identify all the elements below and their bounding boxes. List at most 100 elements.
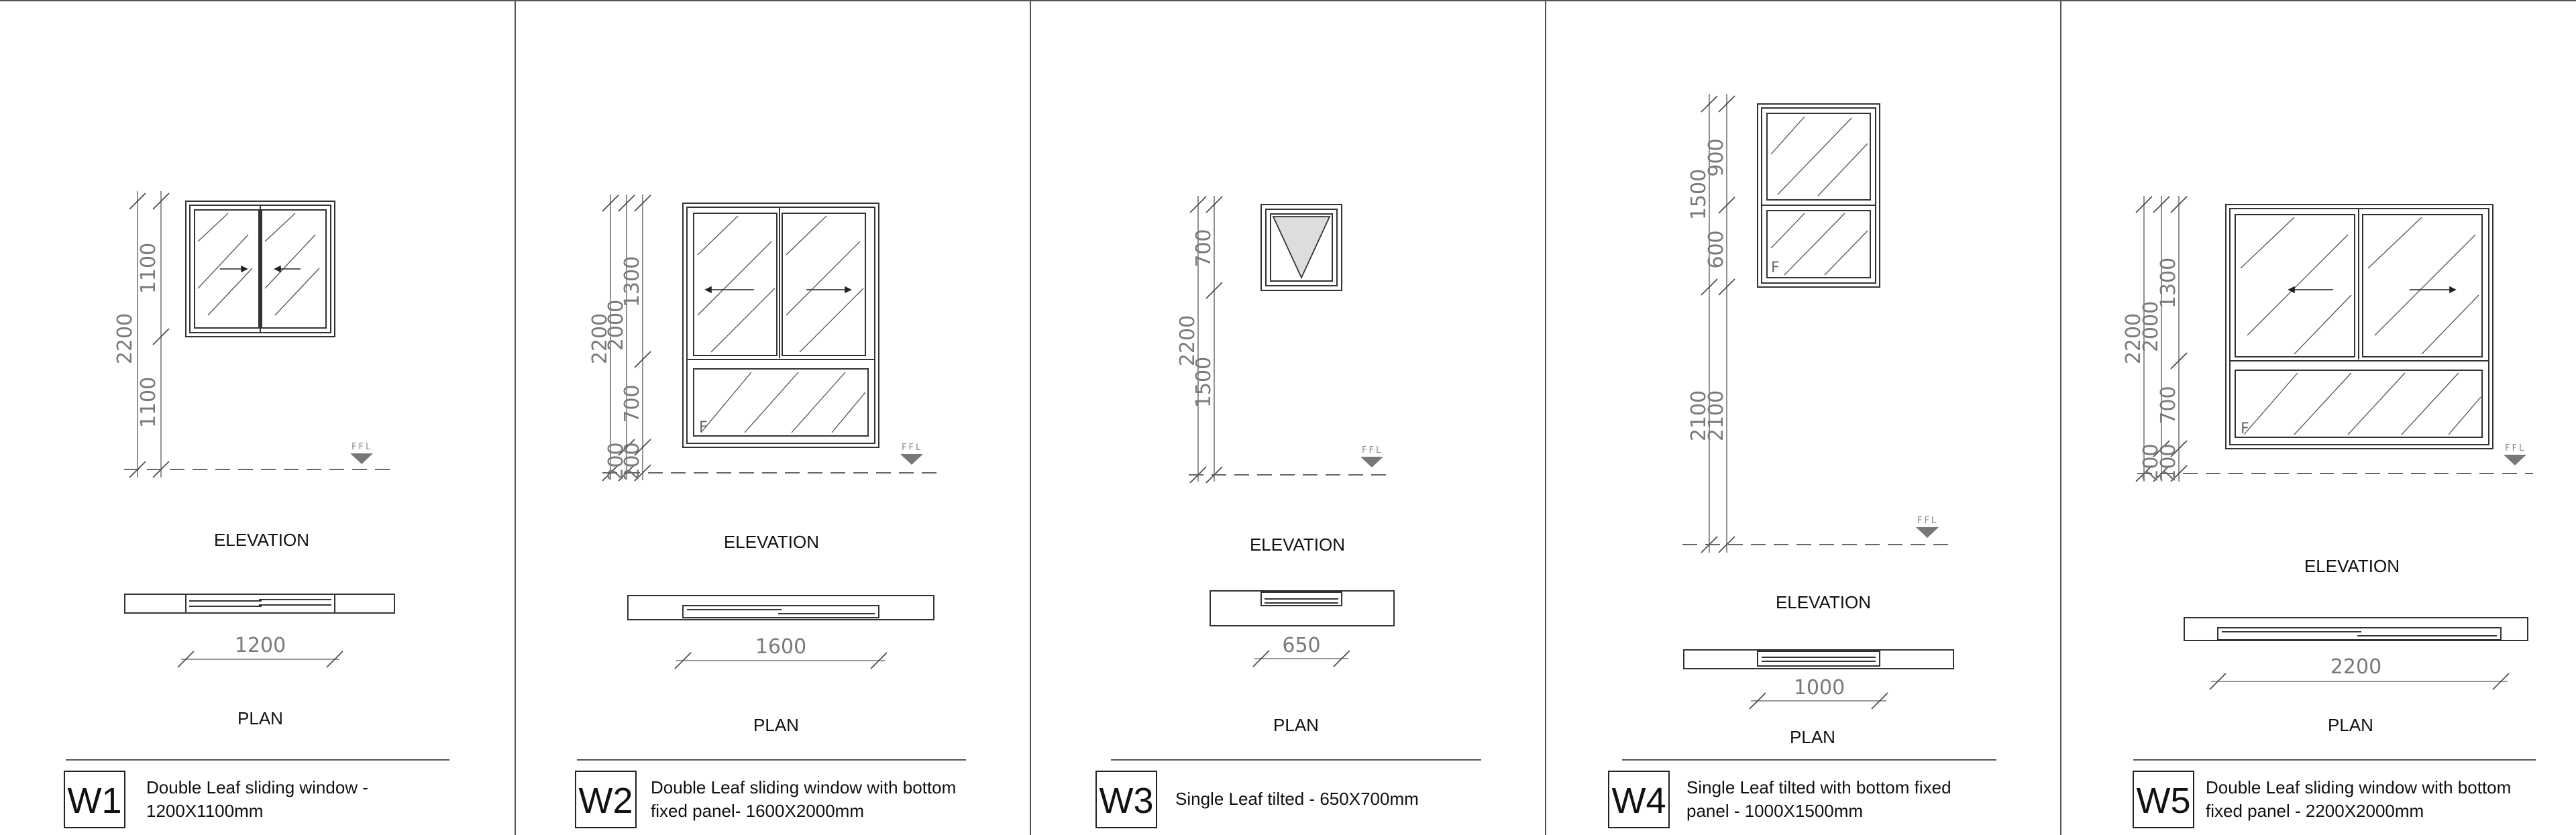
w5-desc-line2: fixed panel - 2200X2000mm (2206, 801, 2424, 821)
w1-plan-dimension (177, 651, 343, 668)
w2-desc-line2: fixed panel- 1600X2000mm (651, 801, 864, 821)
w3-dim-total: 2200 (1176, 315, 1199, 366)
w3-code-box (1095, 771, 1157, 828)
w5-ffl-marker: FFL (2504, 443, 2526, 465)
w5-plan-dimension (2209, 673, 2510, 690)
svg-text:FFL: FFL (1917, 516, 1938, 526)
w3-elevation-window (1260, 204, 1342, 291)
w2-dim-sill-a: 200 (604, 442, 628, 480)
w1-code-box (64, 771, 125, 828)
w1-slide-arrows (220, 265, 301, 273)
svg-text:FFL: FFL (352, 442, 372, 452)
w3-plan-dimension (1252, 650, 1350, 667)
w4-height-dimensions (1701, 94, 1735, 553)
w2-plan (627, 595, 934, 620)
w1-desc-line2: 1200X1100mm (146, 801, 263, 821)
w5-plan (2184, 617, 2528, 641)
w3-dim-window: 700 (1192, 229, 1216, 267)
w4-dim-upper: 900 (1705, 138, 1728, 176)
w2-elevation-label: ELEVATION (724, 532, 819, 552)
w3-height-dimensions (1189, 196, 1223, 484)
w1-code: W1 (68, 781, 122, 821)
panel-w1: 2200 1100 1100 FFL ELEVATION 1200 PLAN W… (64, 191, 449, 828)
w5-dim-upper: 1300 (2157, 258, 2180, 309)
w2-slide-arrows (704, 286, 852, 294)
w5-glass-hatch (2240, 217, 2481, 435)
panel-w3: 2200 700 1500 FFL ELEVATION 650 PLAN W3 … (1095, 196, 1481, 828)
w1-elevation-window (185, 201, 335, 337)
w5-desc-line1: Double Leaf sliding window with bottom (2206, 777, 2511, 797)
w4-dim-sill-b: 2100 (1705, 390, 1728, 441)
w2-plan-width: 1600 (755, 635, 806, 659)
w1-plan-label: PLAN (237, 708, 283, 728)
w5-plan-label: PLAN (2328, 715, 2373, 735)
w2-code-box (575, 771, 637, 828)
svg-text:FFL: FFL (1362, 445, 1383, 455)
w4-glass-hatch (1770, 116, 1868, 276)
w4-plan (1683, 649, 1954, 669)
w1-desc-line1: Double Leaf sliding window - (146, 777, 368, 797)
w5-fixed-mark: F (2241, 421, 2249, 437)
w4-desc-line1: Single Leaf tilted with bottom fixed (1686, 777, 1951, 797)
w1-plan-width: 1200 (235, 634, 286, 657)
w4-dim-sill-a: 2100 (1687, 390, 1711, 441)
w5-elevation-window (2225, 204, 2493, 449)
w1-ffl-marker: FFL (350, 442, 373, 464)
svg-text:FFL: FFL (2505, 443, 2526, 453)
w4-desc-line2: panel - 1000X1500mm (1686, 801, 1863, 821)
w1-dim-window: 1100 (137, 243, 160, 294)
w4-plan-width: 1000 (1794, 676, 1845, 700)
panel-w4: F 1500 900 600 2100 2100 FFL ELEVATION 1… (1608, 94, 1996, 828)
w3-plan (1210, 590, 1395, 626)
w2-dim-sill-b: 200 (621, 442, 644, 480)
w2-dim-upper: 1300 (621, 256, 644, 307)
w5-elevation-label: ELEVATION (2304, 556, 2400, 576)
w5-dim-total: 2200 (2122, 313, 2145, 364)
w1-plan (124, 594, 395, 614)
w5-dim-window: 2000 (2139, 301, 2163, 352)
w1-height-dimensions (129, 191, 170, 478)
w4-code: W4 (1612, 781, 1666, 821)
w3-dim-sill: 1500 (1192, 357, 1216, 408)
w4-code-box (1608, 771, 1670, 828)
w3-ffl-marker: FFL (1360, 445, 1383, 467)
w2-code: W2 (579, 781, 633, 821)
w2-dim-lower: 700 (621, 384, 644, 423)
w2-glass-hatch (697, 215, 866, 433)
w5-code-box (2133, 771, 2194, 828)
w1-glass-hatch (197, 213, 320, 316)
w5-slide-arrows (2288, 286, 2457, 294)
w2-desc-line1: Double Leaf sliding window with bottom (651, 777, 956, 797)
w4-plan-dimension (1749, 692, 1888, 710)
w2-plan-label: PLAN (753, 715, 799, 735)
w1-elevation-label: ELEVATION (214, 530, 309, 550)
w4-elevation-window (1757, 103, 1880, 288)
w4-dim-lower: 600 (1705, 230, 1728, 268)
w2-ffl-marker: FFL (900, 443, 923, 465)
w4-elevation-label: ELEVATION (1776, 592, 1871, 612)
panel-w2: F 2200 2000 1300 700 200 200 FFL ELEVATI… (575, 194, 966, 828)
w2-fixed-mark: F (699, 419, 708, 436)
w5-height-dimensions (2135, 196, 2188, 482)
w2-height-dimensions (602, 194, 651, 482)
w3-tilt-indicator (1272, 216, 1331, 280)
w4-dim-window: 1500 (1687, 169, 1711, 220)
w2-dim-total: 2200 (588, 313, 612, 364)
w5-plan-width: 2200 (2330, 655, 2381, 679)
panel-w5: F 2200 2000 1300 700 200 200 FFL ELEVATI… (2122, 196, 2536, 828)
w4-fixed-mark: F (1771, 260, 1780, 276)
w5-dim-sill-a: 200 (2139, 443, 2163, 482)
w5-dim-sill-b: 200 (2157, 443, 2180, 482)
w5-dim-lower: 700 (2157, 386, 2180, 424)
w4-ffl-marker: FFL (1916, 516, 1939, 538)
w1-dim-total: 2200 (113, 313, 137, 364)
svg-text:FFL: FFL (902, 443, 922, 453)
w3-plan-width: 650 (1282, 634, 1320, 657)
w2-elevation-window (682, 203, 879, 448)
w2-dim-window: 2000 (604, 300, 628, 351)
w5-code: W5 (2137, 781, 2191, 821)
w3-elevation-label: ELEVATION (1250, 535, 1345, 555)
